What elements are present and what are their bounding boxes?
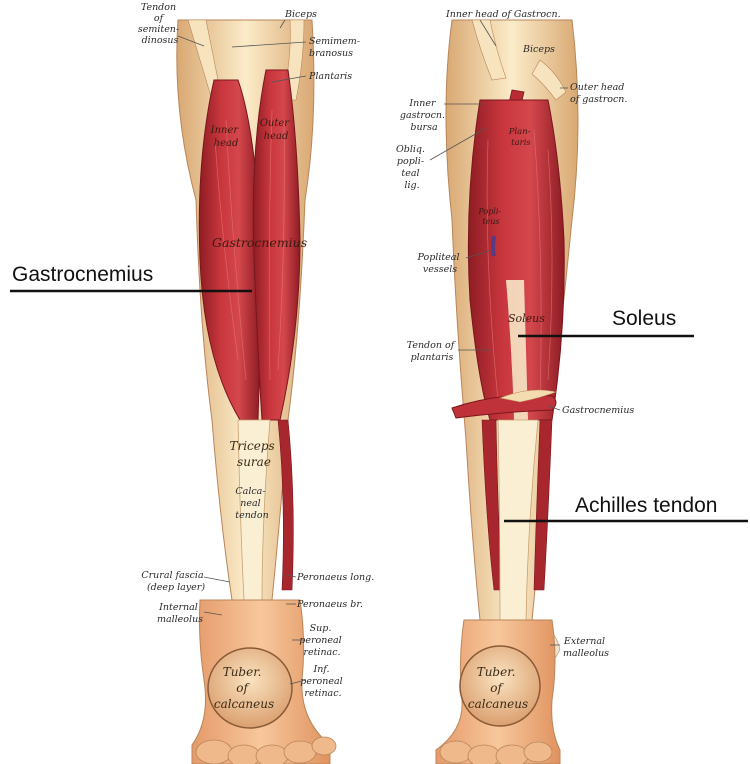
label-inner-head-gastrocn: Inner head of Gastrocn. bbox=[445, 9, 561, 20]
right-leg-illustration bbox=[436, 20, 578, 764]
label-tendon-semitendinosus: Tendon of semiten- dinosus bbox=[138, 2, 182, 46]
label-outer-head-gastrocn: Outer head of gastrocn. bbox=[570, 82, 627, 105]
label-biceps-right: Biceps bbox=[522, 44, 555, 55]
label-peronaeus-br: Peronaeus br. bbox=[296, 599, 363, 610]
label-plantaris-left: Plantaris bbox=[308, 71, 352, 82]
label-soleus-in-muscle: Soleus bbox=[508, 312, 545, 325]
label-gastrocnemius-right: Gastrocnemius bbox=[562, 405, 634, 416]
label-obliq-popliteal-lig: Obliq. popli- teal lig. bbox=[396, 144, 428, 191]
label-internal-malleolus: Internal malleolus bbox=[157, 602, 203, 625]
label-external-malleolus: External malleolus bbox=[563, 636, 609, 659]
label-plantaris-right: Plan- taris bbox=[508, 127, 534, 148]
callout-soleus: Soleus bbox=[612, 307, 676, 330]
callouts: Gastrocnemius Soleus Achilles tendon bbox=[10, 263, 748, 521]
callout-gastrocnemius: Gastrocnemius bbox=[12, 263, 153, 286]
label-gastrocnemius-in-muscle: Gastrocnemius bbox=[212, 235, 307, 250]
label-crural-fascia: Crural fascia (deep layer) bbox=[141, 570, 206, 593]
label-tendon-of-plantaris: Tendon of plantaris bbox=[407, 340, 458, 363]
label-calcaneal-tendon: Calca- neal tendon bbox=[235, 486, 268, 521]
label-peronaeus-long: Peronaeus long. bbox=[296, 572, 374, 583]
label-biceps: Biceps bbox=[284, 9, 317, 20]
label-inner-gastrocn-bursa: Inner gastrocn. bursa bbox=[400, 98, 448, 133]
label-sup-peroneal-retinac: Sup. peroneal retinac. bbox=[299, 623, 344, 658]
callout-achilles-tendon: Achilles tendon bbox=[575, 494, 717, 517]
label-semimembranosus: Semimem- branosus bbox=[309, 36, 363, 59]
label-inf-peroneal-retinac: Inf. peroneal retinac. bbox=[300, 664, 345, 699]
label-popliteal-vessels: Popliteal vessels bbox=[416, 252, 462, 275]
